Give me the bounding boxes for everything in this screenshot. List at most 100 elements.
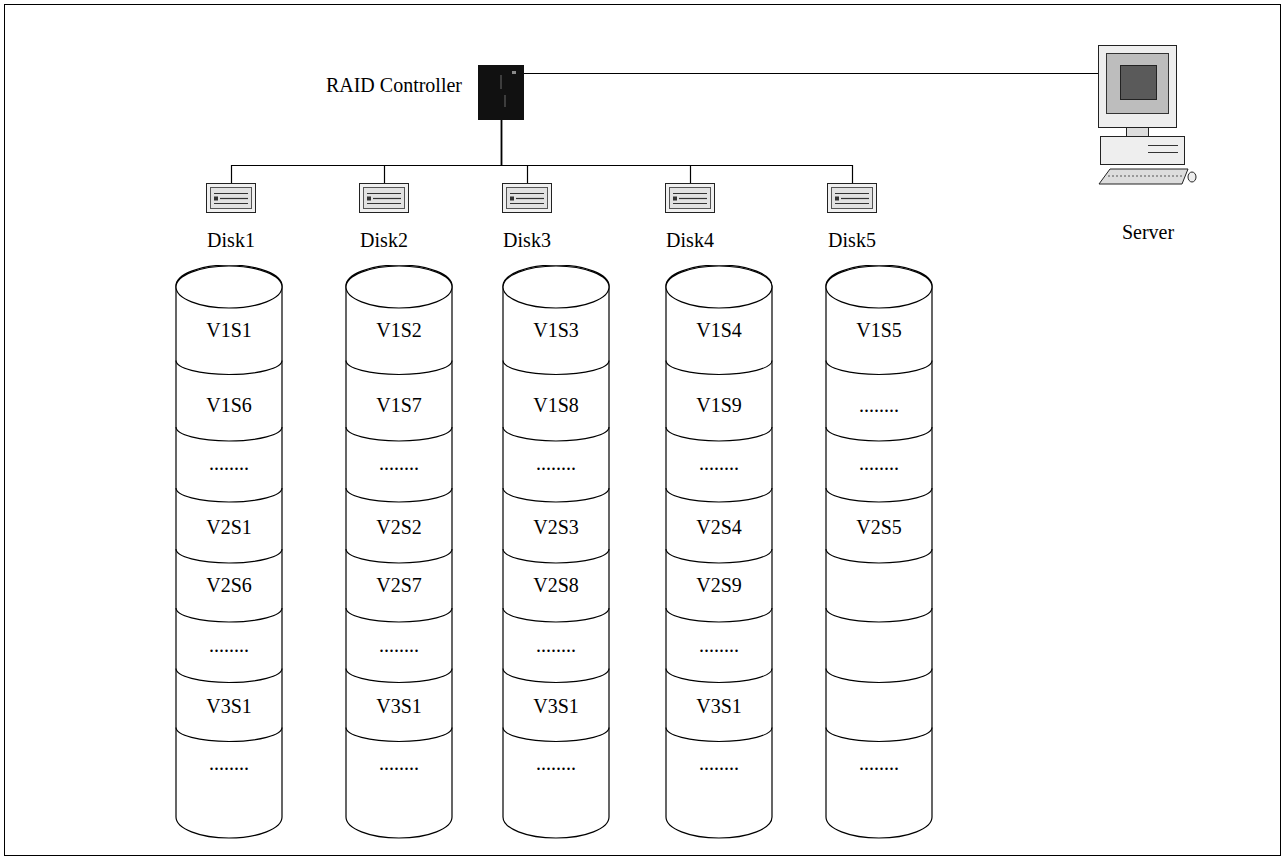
server-link [524, 73, 1098, 74]
disk-slot [679, 198, 707, 199]
disk-light [510, 197, 514, 201]
disk-slot [214, 193, 248, 194]
stripe-label: V3S1 [206, 695, 252, 717]
stripe-label: ........ [379, 752, 419, 774]
segment-divider [346, 361, 452, 375]
disk-cylinder: V1S3V1S8........V2S3V2S8........V3S1....… [502, 265, 610, 840]
disk-slot [373, 198, 401, 199]
segment-divider [346, 488, 452, 502]
controller-label: RAID Controller [326, 74, 462, 96]
disk-slot [220, 198, 248, 199]
stripe-label: V3S1 [696, 695, 742, 717]
disk-light [673, 197, 677, 201]
segment-divider [503, 361, 609, 375]
monitor-case [1099, 46, 1177, 128]
disk-slot [516, 198, 544, 199]
disk-panel [507, 188, 548, 209]
figure-frame [5, 5, 1281, 856]
segment-divider [666, 361, 772, 375]
disk-slot [835, 193, 869, 194]
disk-case [666, 184, 715, 213]
segment-divider [826, 427, 932, 441]
segment-divider [346, 728, 452, 742]
drive-slot [1148, 145, 1178, 146]
disk-case [207, 184, 256, 213]
disk-unit: Disk1 [186, 183, 276, 251]
cylinder-body [826, 265, 932, 838]
stripe-label: V2S2 [376, 516, 422, 538]
disk-unit: Disk5 [807, 183, 897, 251]
cylinder-top [826, 266, 932, 308]
segment-divider [503, 669, 609, 683]
disk-light [367, 197, 371, 201]
disk-panel [211, 188, 252, 209]
segment-divider [503, 728, 609, 742]
disk-bus-line [502, 120, 691, 183]
disk-icon [665, 183, 715, 213]
computer-base [1101, 137, 1185, 165]
segment-divider [176, 427, 282, 441]
segment-divider [176, 608, 282, 622]
disk-slot [510, 203, 544, 204]
segment-divider [176, 361, 282, 375]
segment-divider [666, 608, 772, 622]
disk-unit: Disk4 [645, 183, 735, 251]
segment-divider [826, 361, 932, 375]
disk-slot [673, 203, 707, 204]
disk-panel [670, 188, 711, 209]
controller-icon [478, 65, 524, 120]
stripe-label: V3S1 [376, 695, 422, 717]
stripe-label: ........ [209, 452, 249, 474]
segment-divider [346, 427, 452, 441]
controller-case [478, 65, 524, 120]
stripe-label: V2S9 [696, 574, 742, 596]
disk-label: Disk3 [503, 229, 551, 251]
disk-cylinder: V1S2V1S7........V2S2V2S7........V3S1....… [345, 265, 453, 840]
disk-slot [367, 193, 401, 194]
segment-divider [503, 549, 609, 563]
segment-divider [503, 488, 609, 502]
disk-bus-line [232, 120, 502, 183]
cylinder-body [176, 265, 282, 838]
cylinder-body [503, 265, 609, 838]
disk-slot [214, 203, 248, 204]
segment-divider [666, 488, 772, 502]
stripe-label: ........ [209, 752, 249, 774]
cylinder-top [666, 266, 772, 308]
controller-detail [505, 95, 506, 107]
disk-slot [673, 193, 707, 194]
monitor-screen [1107, 54, 1169, 114]
cylinder-top [503, 266, 609, 308]
stripe-label: V3S1 [533, 695, 579, 717]
disk-case [828, 184, 877, 213]
stripe-label: ........ [536, 452, 576, 474]
disk-slot [841, 198, 869, 199]
segment-divider [346, 608, 452, 622]
stripe-label: V1S7 [376, 394, 422, 416]
cylinder-top [346, 266, 452, 308]
stripe-label: ........ [859, 394, 899, 416]
disk-panel [364, 188, 405, 209]
segment-divider [666, 549, 772, 563]
disk-label: Disk1 [207, 229, 255, 251]
segment-divider [176, 728, 282, 742]
disk-label: Disk5 [828, 229, 876, 251]
disk-light [214, 197, 218, 201]
stripe-label: ........ [536, 634, 576, 656]
disk-bus-line [502, 120, 853, 183]
disk-light [835, 197, 839, 201]
disk-unit: Disk2 [339, 183, 429, 251]
stripe-label: V2S6 [206, 574, 252, 596]
stripe-label: V1S5 [856, 319, 902, 341]
stripe-label: V2S3 [533, 516, 579, 538]
stripe-label: V2S4 [696, 516, 742, 538]
server-icon [1098, 45, 1198, 185]
disk-icon [502, 183, 552, 213]
disk-label: Disk2 [360, 229, 408, 251]
stripe-label: V2S1 [206, 516, 252, 538]
segment-divider [176, 549, 282, 563]
stripe-label: ........ [699, 752, 739, 774]
stripe-label: ........ [209, 634, 249, 656]
disk-case [360, 184, 409, 213]
segment-divider [666, 728, 772, 742]
